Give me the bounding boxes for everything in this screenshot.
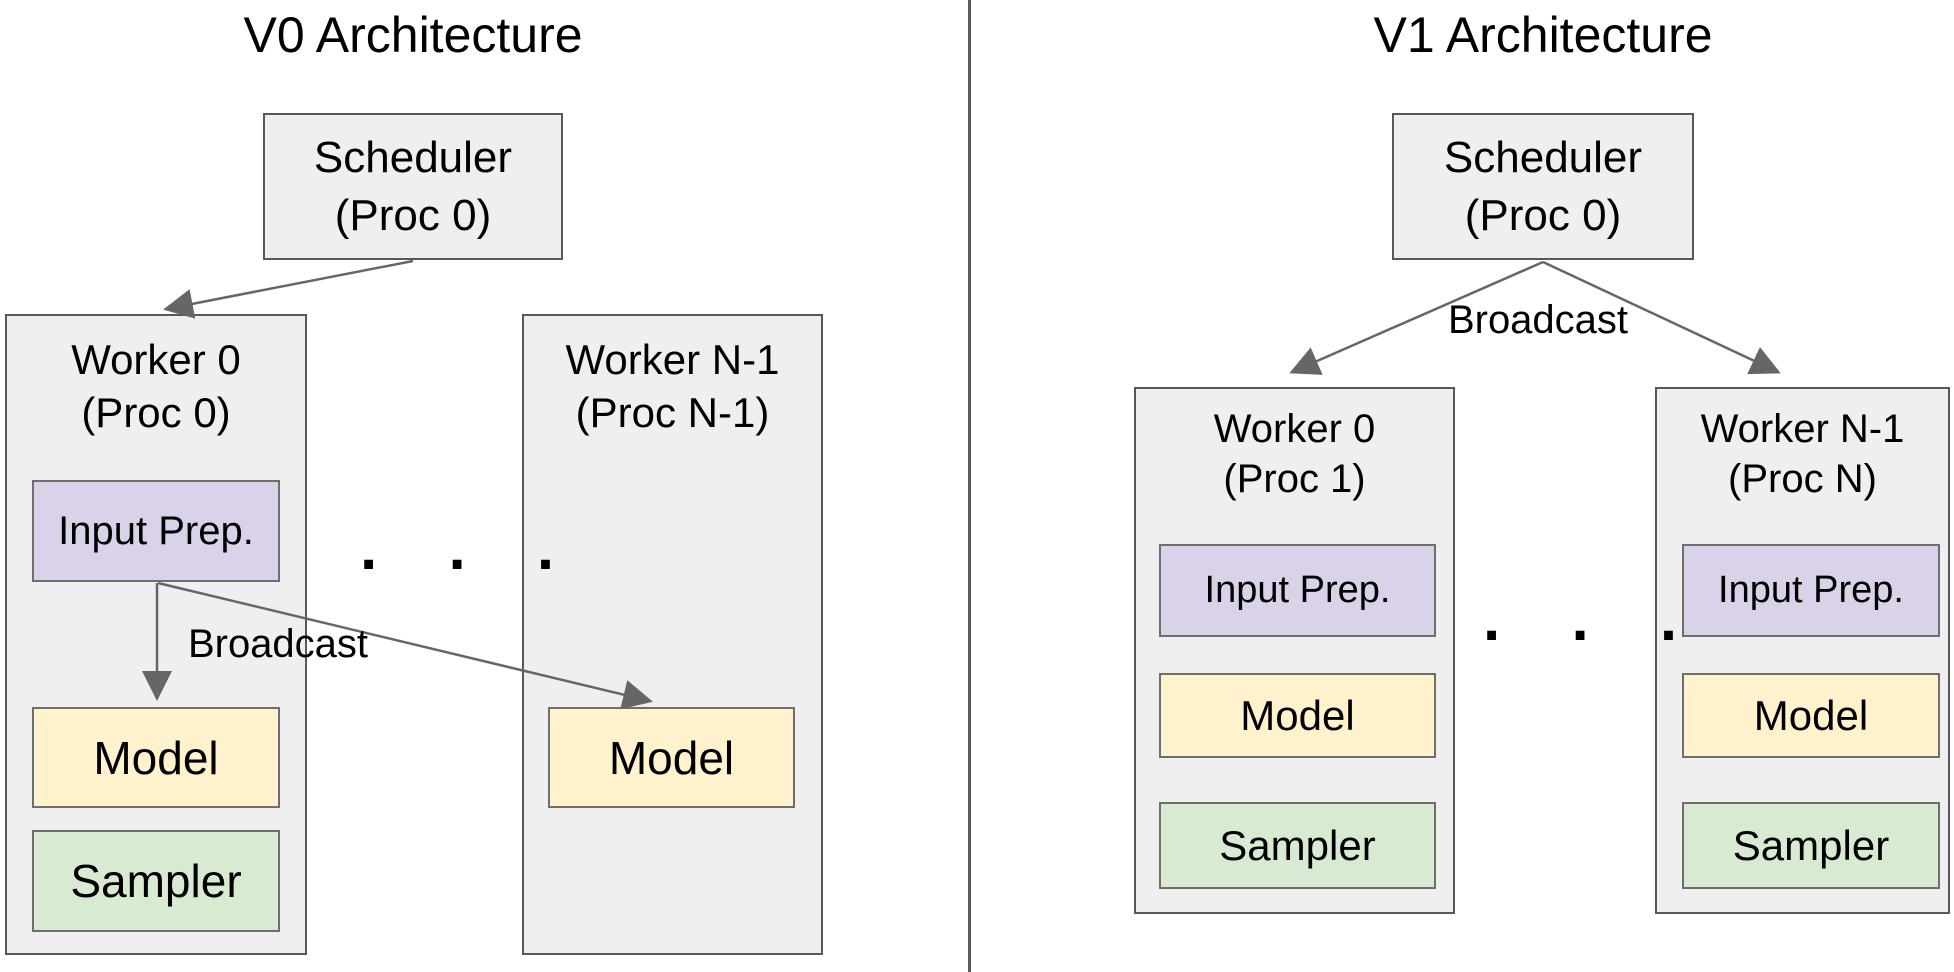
v1-worker0-sampler-box: Sampler xyxy=(1159,802,1436,889)
v1-scheduler-box: Scheduler (Proc 0) xyxy=(1392,113,1694,260)
v0-worker0-proc: (Proc 0) xyxy=(81,388,231,436)
v1-scheduler-name: Scheduler xyxy=(1443,133,1643,183)
v1-workerN-model-box: Model xyxy=(1682,673,1940,758)
v1-workerN-proc: (Proc N) xyxy=(1728,457,1877,501)
v1-workerN-name: Worker N-1 xyxy=(1700,407,1905,451)
v0-worker0-sampler-box: Sampler xyxy=(32,830,280,932)
v1-workerN-heading: Worker N-1 (Proc N) xyxy=(1655,404,1950,504)
v0-panel-title: V0 Architecture xyxy=(243,7,583,63)
v0-worker0-name: Worker 0 xyxy=(71,336,241,383)
v1-worker0-proc: (Proc 1) xyxy=(1223,457,1366,501)
panel-divider-line xyxy=(968,0,971,972)
v0-workers-ellipsis: . . . xyxy=(360,514,582,583)
v0-workerN-model-box: Model xyxy=(548,707,795,808)
v0-worker0-input-prep-box: Input Prep. xyxy=(32,480,280,582)
v0-broadcast-label: Broadcast xyxy=(187,622,369,666)
v0-scheduler-box: Scheduler (Proc 0) xyxy=(263,113,563,260)
v1-broadcast-label: Broadcast xyxy=(1447,298,1629,342)
v0-scheduler-to-worker0-arrow-icon xyxy=(163,259,414,319)
v0-scheduler-name: Scheduler xyxy=(313,133,513,183)
v0-workerN-proc: (Proc N-1) xyxy=(575,388,770,436)
v0-scheduler-proc: (Proc 0) xyxy=(334,190,492,240)
v0-worker0-heading: Worker 0 (Proc 0) xyxy=(5,334,307,439)
v1-worker0-heading: Worker 0 (Proc 1) xyxy=(1134,404,1455,504)
v1-scheduler-proc: (Proc 0) xyxy=(1464,190,1622,240)
v0-worker0-model-box: Model xyxy=(32,707,280,808)
v0-workerN-heading: Worker N-1 (Proc N-1) xyxy=(522,334,823,439)
v1-workers-ellipsis: . . . xyxy=(1483,585,1705,654)
v0-workerN-name: Worker N-1 xyxy=(565,336,780,383)
v1-workerN-sampler-box: Sampler xyxy=(1682,802,1940,889)
v1-worker0-model-box: Model xyxy=(1159,673,1436,758)
v1-worker0-name: Worker 0 xyxy=(1213,407,1376,451)
v1-workerN-input-prep-box: Input Prep. xyxy=(1682,544,1940,637)
v1-worker0-input-prep-box: Input Prep. xyxy=(1159,544,1436,637)
v1-panel-title: V1 Architecture xyxy=(1373,7,1713,63)
